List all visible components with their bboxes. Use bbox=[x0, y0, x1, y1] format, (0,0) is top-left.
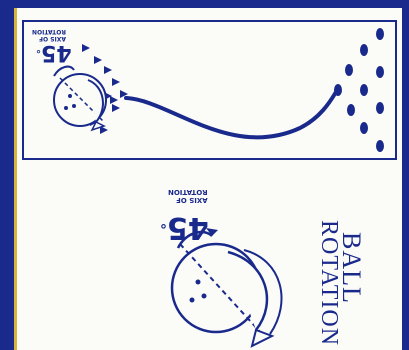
rotation-arrow-icon bbox=[176, 228, 283, 348]
direction-arrow-icon bbox=[104, 66, 112, 74]
bowling-pins bbox=[334, 28, 384, 152]
bowling-pin-icon bbox=[376, 140, 384, 152]
direction-arrow-icon bbox=[94, 56, 102, 64]
bowling-pin-icon bbox=[360, 44, 368, 56]
direction-arrow-icon bbox=[110, 96, 118, 104]
direction-arrow-icon bbox=[82, 44, 90, 52]
bowling-pin-icon bbox=[360, 84, 368, 96]
bowling-pin-icon bbox=[347, 104, 355, 116]
rotation-arrow-icon bbox=[53, 65, 106, 132]
direction-arrow-icon bbox=[112, 78, 120, 86]
bowling-pin-icon bbox=[345, 64, 353, 76]
bowling-pin-icon bbox=[376, 102, 384, 114]
direction-arrow-icon bbox=[120, 90, 128, 98]
angle-value: 45° bbox=[160, 210, 209, 245]
angle-value: 45° bbox=[36, 40, 72, 65]
axis-of-rotation-label: AXIS OF ROTATION bbox=[168, 188, 208, 204]
bowling-pin-icon bbox=[376, 28, 384, 40]
ball-path-curve bbox=[124, 90, 338, 140]
bowling-pin-icon bbox=[376, 66, 384, 78]
direction-arrow-icon bbox=[100, 126, 108, 134]
direction-arrow-icon bbox=[112, 104, 120, 112]
bowling-pin-icon bbox=[360, 122, 368, 134]
bowling-pin-icon bbox=[334, 84, 342, 96]
page-title-line2: ROTATION bbox=[316, 220, 342, 347]
